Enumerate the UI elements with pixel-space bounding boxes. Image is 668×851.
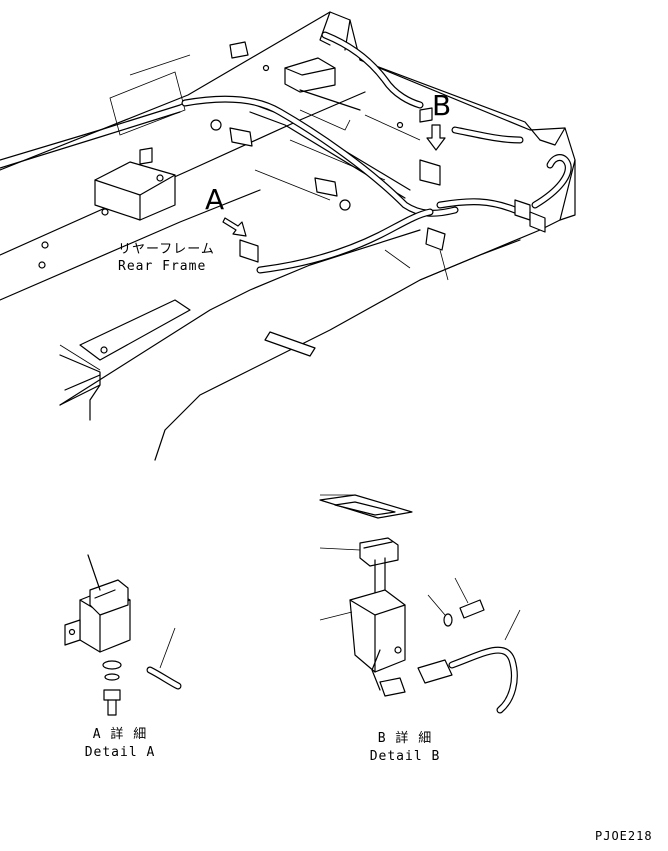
detail-b-label-en: Detail B xyxy=(369,749,441,764)
detail-a-label-jp: A 詳 細 xyxy=(92,727,148,742)
drawing-code: PJOE218 xyxy=(595,829,653,843)
detail-b-drawing xyxy=(319,494,521,714)
view-label-a: A xyxy=(205,183,225,216)
detail-a-drawing xyxy=(64,554,182,716)
rear-frame-label-en: Rear Frame xyxy=(118,259,207,274)
detail-b-label-jp: B 詳 細 xyxy=(377,731,433,746)
rear-frame-assembly xyxy=(0,11,576,461)
detail-a-label-en: Detail A xyxy=(84,745,156,760)
rear-frame-label-jp: リヤーフレーム xyxy=(118,242,215,257)
view-label-b: B xyxy=(432,89,452,122)
